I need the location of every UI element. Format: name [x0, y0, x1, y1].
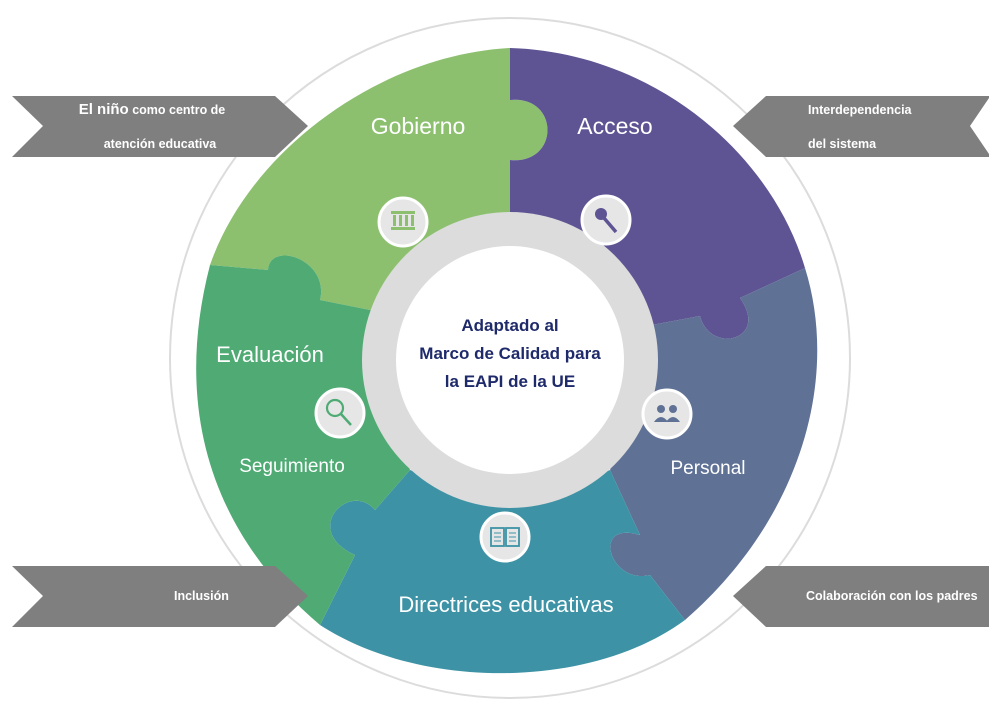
- segment-label-acceso: Acceso: [577, 113, 652, 139]
- banner-top-left: [12, 96, 308, 157]
- banner-bottom-left-text: Inclusión: [174, 589, 229, 603]
- center-title: Adaptado al Marco de Calidad para la EAP…: [419, 316, 601, 391]
- center-disc: [396, 246, 624, 474]
- segment-personal: [610, 268, 818, 620]
- banner-top-right-line-1: Interdependencia: [808, 103, 913, 117]
- segment-directrices: [320, 470, 685, 674]
- people-icon: [641, 388, 693, 440]
- banner-top-left-line-1: El niño como centro de: [79, 101, 226, 118]
- banner-bottom-right-text: Colaboración con los padres: [806, 589, 978, 603]
- segment-label-personal: Personal: [671, 458, 746, 479]
- open-book-icon: [479, 511, 531, 563]
- segment-acceso: [510, 48, 805, 339]
- segment-label-directrices: Directrices educativas: [398, 592, 613, 617]
- government-building-icon: [377, 196, 429, 248]
- banner-top-left-line-2: atención educativa: [104, 137, 218, 151]
- segment-evaluacion: [196, 255, 410, 626]
- segment-label-gobierno: Gobierno: [371, 113, 466, 139]
- center-title-line-2: Marco de Calidad para: [419, 344, 601, 363]
- banner-bottom-right: [733, 566, 989, 627]
- magnifier-icon: [314, 387, 366, 439]
- banner-top-left-bold: El niño: [79, 101, 129, 118]
- banner-top-right-line-2: del sistema: [808, 137, 877, 151]
- segment-label-evaluacion: Evaluación: [216, 342, 324, 367]
- banner-top-left-rest: como centro de: [129, 103, 226, 117]
- banner-top-right: [733, 96, 989, 157]
- center-title-line-1: Adaptado al: [461, 316, 558, 335]
- segment-label-seguimiento: Seguimiento: [239, 456, 345, 477]
- segment-gobierno: [210, 48, 548, 315]
- banner-bottom-left: [12, 566, 308, 627]
- center-title-line-3: la EAPI de la UE: [445, 372, 575, 391]
- key-icon: [580, 194, 632, 246]
